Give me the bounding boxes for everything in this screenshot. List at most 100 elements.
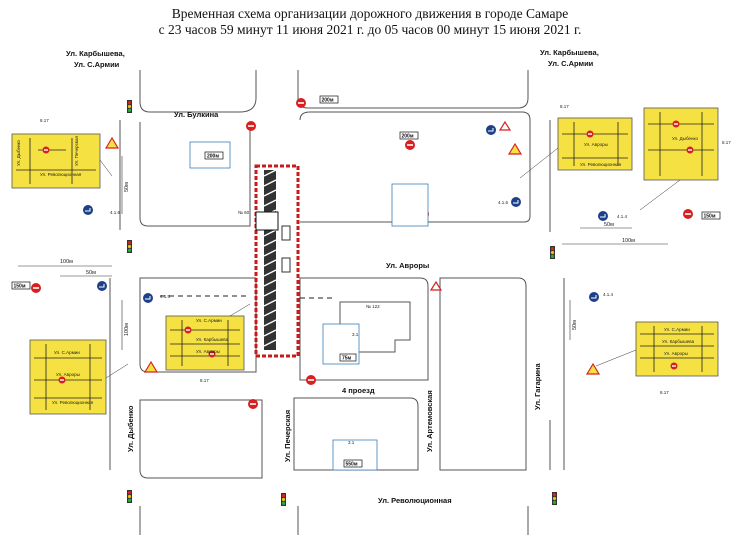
no-entry-sign-icon <box>683 209 693 219</box>
direction-sign-icon <box>589 292 599 302</box>
distance-dimensions <box>18 156 668 350</box>
sign-code-label: 3.1 <box>352 332 359 337</box>
vehicle-icon <box>281 257 291 273</box>
detour-street-label: Ул. С.Армии <box>196 318 222 323</box>
street-label-avrory: Ул. Авроры <box>386 261 429 270</box>
detour-diagram: Ул. Дыбенко <box>643 107 719 181</box>
roadworks-sign-icon <box>104 136 120 149</box>
detour-street-label: Ул. Карбышева <box>662 339 695 344</box>
detour-street-label: Ул. Печерская <box>74 136 79 166</box>
detour-diagram: Ул. Революционная Ул. Дыбенко Ул. Печерс… <box>11 133 101 189</box>
no-entry-sign-icon <box>246 121 256 131</box>
roadworks-sign-icon <box>143 360 159 373</box>
detour-street-label: Ул. С.Армии <box>54 350 80 355</box>
sign-code-label: 8.17 <box>722 140 731 145</box>
direction-sign-icon <box>97 281 107 291</box>
distance-plate-200m: 200м <box>207 154 219 160</box>
block-center-row <box>139 277 257 373</box>
block-center-right <box>299 277 429 381</box>
distance-label-100m-vertical: 100м <box>124 323 130 336</box>
vehicle-icon <box>281 225 291 241</box>
scheme-title-line-2: с 23 часов 59 минут 11 июня 2021 г. до 0… <box>158 22 582 37</box>
street-label-karbysheva-west: Ул. Карбышева, <box>66 49 125 58</box>
detour-street-label: Ул. Дыбенко <box>672 136 698 141</box>
no-entry-sign-icon <box>31 283 41 293</box>
detour-street-label: Ул. С.Армии <box>664 327 690 332</box>
distance-label-50m-east: 50м <box>604 222 614 228</box>
distance-plate-200m: 200м <box>322 98 334 104</box>
sign-code-label: 8.17 <box>40 118 49 123</box>
distance-label-50m-vertical: 50м <box>124 182 130 192</box>
closed-zone-outline <box>254 164 300 358</box>
traffic-light-icon <box>281 493 286 506</box>
sign-code-label: 8.17 <box>660 390 669 395</box>
detour-diagram: Ул. С.Армии Ул. Карбышева Ул. Авроры <box>165 315 245 371</box>
sign-plates: 200м 75м 550м 200м 200м 150м 150м <box>11 95 721 471</box>
traffic-light-icon <box>127 100 132 113</box>
building-number-label: № 60 <box>238 210 250 215</box>
distance-label-100m-east: 100м <box>622 238 635 244</box>
detour-street-label: Ул. Карбышева <box>196 337 229 342</box>
street-label-s-armii-east: Ул. С.Армии <box>548 59 594 68</box>
street-label-revolyutsionnaya: Ул. Революционная <box>378 496 452 505</box>
street-label-dybenko: Ул. Дыбенко <box>126 405 135 452</box>
traffic-light-icon <box>127 490 132 503</box>
traffic-light-icon <box>550 246 555 259</box>
detour-diagram: Ул. С.Армии Ул. Авроры Ул. Революционная <box>29 339 107 415</box>
direction-sign-icon <box>83 205 93 215</box>
detour-street-label: Ул. Авроры <box>584 142 608 147</box>
sign-code-label: 8.17 <box>200 378 209 383</box>
street-label-bulkina: Ул. Булкина <box>174 110 219 119</box>
direction-sign-icon <box>511 197 521 207</box>
street-label-s-armii-west: Ул. С.Армии <box>74 60 120 69</box>
detour-street-label: Ул. Революционная <box>580 162 622 167</box>
street-label-artemovskaya: Ул. Артемовская <box>425 390 434 452</box>
direction-sign-icon <box>143 293 153 303</box>
block-south-left <box>139 399 263 479</box>
warning-sign-icon <box>498 120 512 131</box>
detour-street-label: Ул. Дыбенко <box>16 140 21 166</box>
traffic-light-icon <box>552 492 557 505</box>
distance-plate-150m: 150м <box>704 214 716 220</box>
street-label-gagarina: Ул. Гагарина <box>533 363 542 410</box>
detour-street-label: Ул. Авроры <box>664 351 688 356</box>
direction-sign-icon <box>598 211 608 221</box>
distance-label-100m-west: 100м <box>60 259 73 265</box>
detour-diagram: Ул. Авроры Ул. Революционная <box>557 117 633 171</box>
detour-street-label: Ул. Авроры <box>196 349 220 354</box>
sign-code-label: 3.1 <box>348 440 355 445</box>
sign-code-label: 4.1.6 <box>498 200 509 205</box>
direction-sign-icon <box>486 125 496 135</box>
building-number-label: № 122 <box>366 304 380 309</box>
distance-label-50m-west: 50м <box>86 270 96 276</box>
closed-road-zone <box>254 164 300 358</box>
dashed-lane-marks <box>160 295 336 299</box>
distance-plate-550m: 550м <box>346 462 358 468</box>
leader-lines <box>99 147 681 379</box>
sign-code-label: 4.1.4 <box>617 214 628 219</box>
no-entry-sign-icon <box>248 399 258 409</box>
detour-street-label: Ул. Революционная <box>40 172 82 177</box>
work-site-box <box>255 211 279 231</box>
block-bottom-right <box>297 506 529 535</box>
distance-plate-200m: 200м <box>402 134 414 140</box>
distance-label-50m-east-vertical: 50м <box>572 320 578 330</box>
scheme-title-line-1: Временная схема организации дорожного дв… <box>171 6 569 21</box>
traffic-light-icon <box>127 240 132 253</box>
traffic-light-group <box>127 100 557 506</box>
detour-diagram: Ул. С.Армии Ул. Карбышева Ул. Авроры <box>635 321 719 377</box>
sign-code-label: 4.1.6 <box>110 210 121 215</box>
no-entry-sign-icon <box>296 98 306 108</box>
block-south-center <box>293 397 419 471</box>
block-busy-left <box>139 122 251 227</box>
street-label-karbysheva-east: Ул. Карбышева, <box>540 48 599 57</box>
detour-street-label: Ул. Авроры <box>56 372 80 377</box>
distance-plate-150m: 150м <box>14 284 26 290</box>
street-label-pecherskaya: Ул. Печерская <box>283 410 292 462</box>
block-right-large <box>439 277 527 471</box>
sign-code-label: 4.1.5 <box>160 294 171 299</box>
distance-plate-75m: 75м <box>342 356 352 362</box>
no-entry-sign-icon <box>405 140 415 150</box>
